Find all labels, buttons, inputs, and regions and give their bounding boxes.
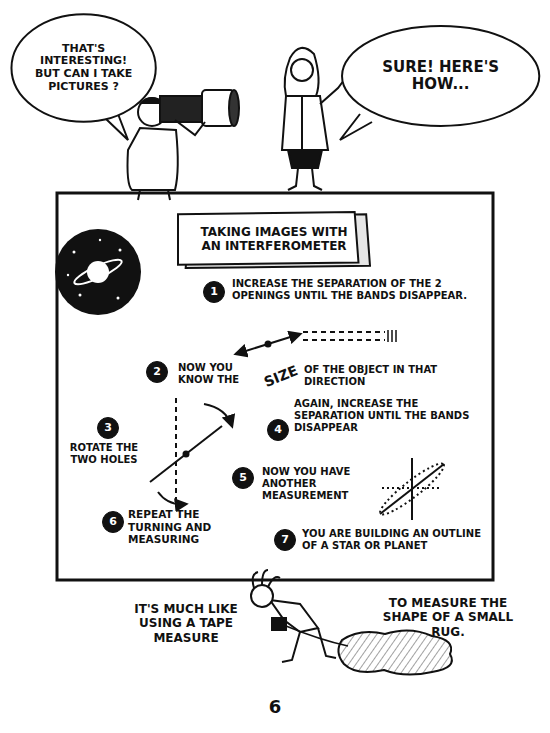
- callout-number: 6: [102, 511, 124, 533]
- skirt: [288, 150, 322, 168]
- callout-number: 4: [267, 419, 289, 441]
- step-text: NOW YOU KNOW THE: [178, 362, 260, 386]
- coat-seam: [301, 96, 303, 150]
- step-text: OF THE OBJECT IN THAT DIRECTION: [304, 364, 454, 388]
- caption-text: TO MEASURE THE SHAPE OF A SMALL RUG.: [368, 596, 528, 639]
- rotation-arrow: [204, 404, 232, 426]
- bubble-outline: [342, 26, 539, 126]
- callout-number: 4: [274, 424, 282, 437]
- scientist: [282, 48, 344, 190]
- step-text: YOU ARE BUILDING AN OUTLINE OF A STAR OR…: [302, 528, 488, 552]
- callout-number: 3: [97, 417, 119, 439]
- bubble-outline: [11, 14, 155, 122]
- step-text: INCREASE THE SEPARATION OF THE 2 OPENING…: [232, 278, 467, 302]
- scientist-arm: [320, 80, 344, 104]
- planet-ring: [72, 256, 124, 289]
- man-body: [270, 600, 318, 632]
- sign-outline: [178, 212, 358, 265]
- step-text: ROTATE THE TWO HOLES: [62, 442, 146, 466]
- callout-number: 2: [153, 366, 161, 379]
- cameraman-body: [128, 128, 178, 190]
- diagonal-measure: [380, 464, 444, 514]
- callout-number: 1: [203, 281, 225, 303]
- title-text: TAKING IMAGES WITH AN INTERFEROMETER: [194, 226, 354, 254]
- title-sign: TAKING IMAGES WITH AN INTERFEROMETER: [178, 212, 370, 268]
- saturn-sky: [55, 229, 141, 315]
- dotted-outline: [376, 458, 449, 520]
- star: [117, 297, 120, 300]
- callout-number: 5: [239, 472, 247, 485]
- callout-number: 7: [281, 534, 289, 547]
- rotated-baseline: [150, 426, 222, 482]
- opening: [266, 342, 271, 347]
- tape-case: [272, 618, 286, 630]
- scientist-hair: [285, 48, 319, 96]
- speech-text: SURE! HERE'S HOW...: [368, 59, 514, 94]
- callout-number: 3: [104, 422, 112, 435]
- callout-number: 7: [274, 529, 296, 551]
- cameraman-arm: [175, 120, 205, 135]
- scientist-head: [291, 59, 313, 81]
- man-hair: [253, 570, 280, 588]
- bubble-tail: [340, 114, 372, 140]
- cameraman: [128, 90, 240, 200]
- planet: [87, 261, 109, 283]
- star: [67, 274, 69, 276]
- scientist-legs: [288, 168, 322, 190]
- rotation-arrow: [158, 492, 186, 504]
- caption-text: IT'S MUCH LIKE USING A TAPE MEASURE: [112, 602, 260, 645]
- pivot: [184, 452, 189, 457]
- cross-measurement: [376, 458, 449, 520]
- callout-number: 1: [210, 286, 218, 299]
- man-legs: [282, 628, 336, 662]
- separation-diagram: [236, 330, 396, 354]
- callout-number: 2: [146, 361, 168, 383]
- step-text: NOW YOU HAVE ANOTHER MEASUREMENT: [262, 466, 366, 502]
- step-text: AGAIN, INCREASE THE SEPARATION UNTIL THE…: [294, 398, 486, 434]
- speech-text: THAT'S INTERESTING! BUT CAN I TAKE PICTU…: [31, 43, 137, 94]
- step-text: REPEAT THE TURNING AND MEASURING: [128, 508, 232, 546]
- camera-lens-front: [229, 90, 239, 126]
- dashed-bar: [303, 331, 385, 333]
- callout-number: 5: [232, 467, 254, 489]
- tape: [286, 626, 348, 646]
- night-sky: [55, 229, 141, 315]
- fringe-bands: [388, 330, 396, 342]
- emphasis-word: SIZE: [257, 360, 306, 393]
- camera-body: [160, 96, 202, 122]
- star: [73, 251, 76, 254]
- separation-arrow: [236, 334, 300, 354]
- rotation-diagram: [150, 398, 232, 504]
- star: [79, 294, 82, 297]
- page-number: 6: [260, 696, 290, 718]
- star: [119, 249, 122, 252]
- callout-number: 6: [109, 516, 117, 529]
- man-head: [251, 585, 273, 607]
- dashed-bar: [303, 339, 385, 341]
- star: [99, 239, 101, 241]
- stars: [67, 239, 122, 300]
- speech-bubble: THAT'S INTERESTING! BUT CAN I TAKE PICTU…: [10, 12, 157, 124]
- dashed-axis: [175, 398, 177, 502]
- speech-bubble: SURE! HERE'S HOW...: [340, 24, 541, 128]
